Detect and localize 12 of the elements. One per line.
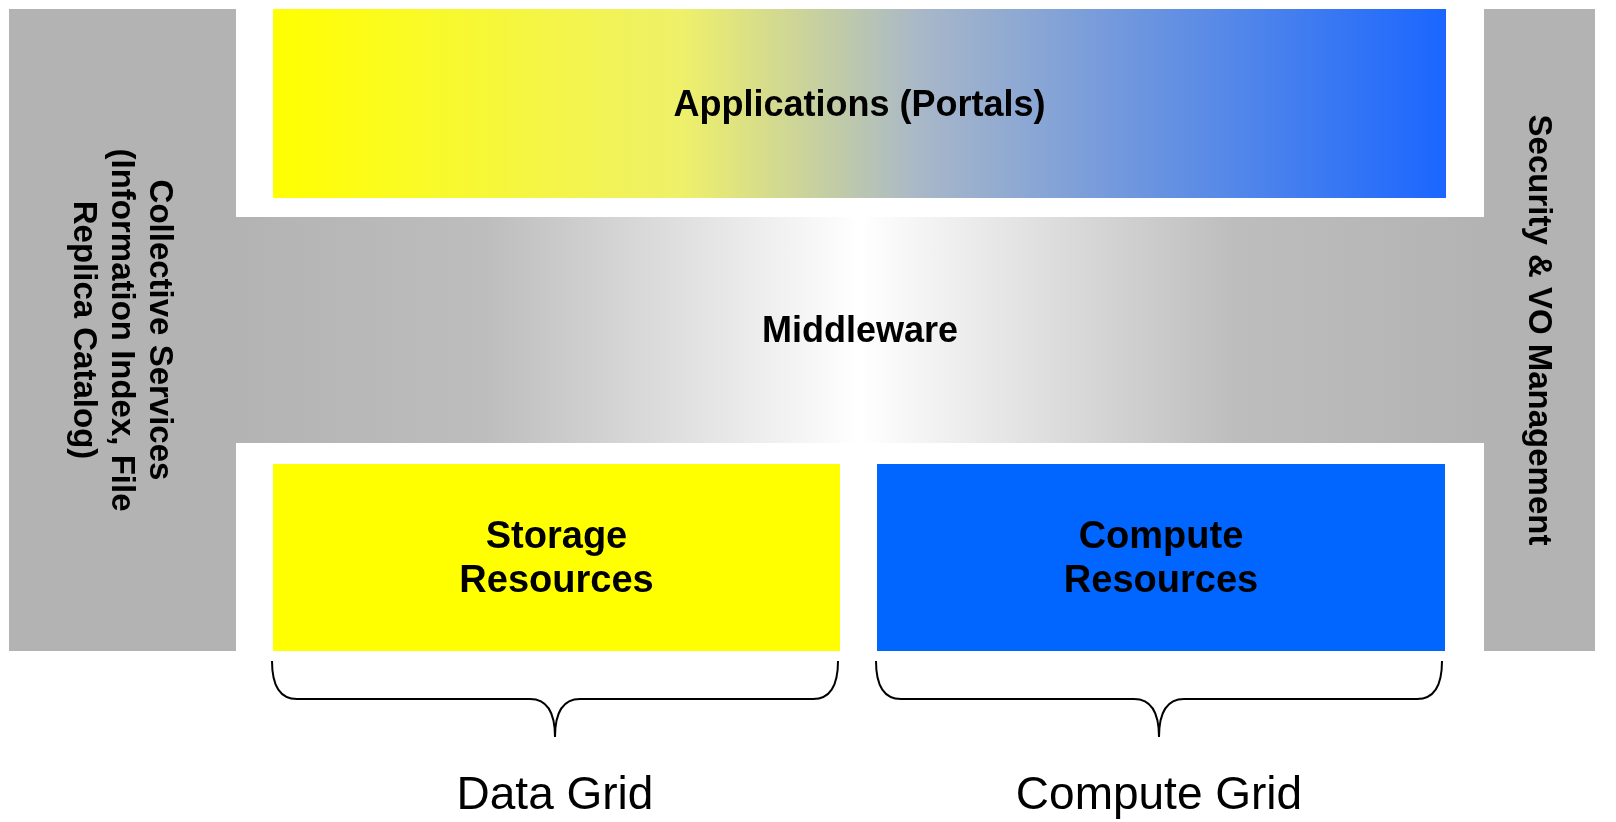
resource-box <box>273 464 840 651</box>
box-label: Collective Services (Information Index, File Replica Catalog) <box>65 147 180 514</box>
group-label: Data Grid <box>455 770 655 816</box>
side-bar <box>9 9 236 651</box>
box-label: Security & VO Management <box>1520 113 1559 548</box>
layer-band <box>273 9 1446 198</box>
resource-box <box>877 464 1445 651</box>
box-label: Compute Resources <box>1062 513 1260 602</box>
side-bar <box>1484 9 1595 651</box>
box-label: Storage Resources <box>458 513 655 602</box>
box-label: Applications (Portals) <box>673 82 1046 125</box>
box-label: Middleware <box>761 309 959 351</box>
